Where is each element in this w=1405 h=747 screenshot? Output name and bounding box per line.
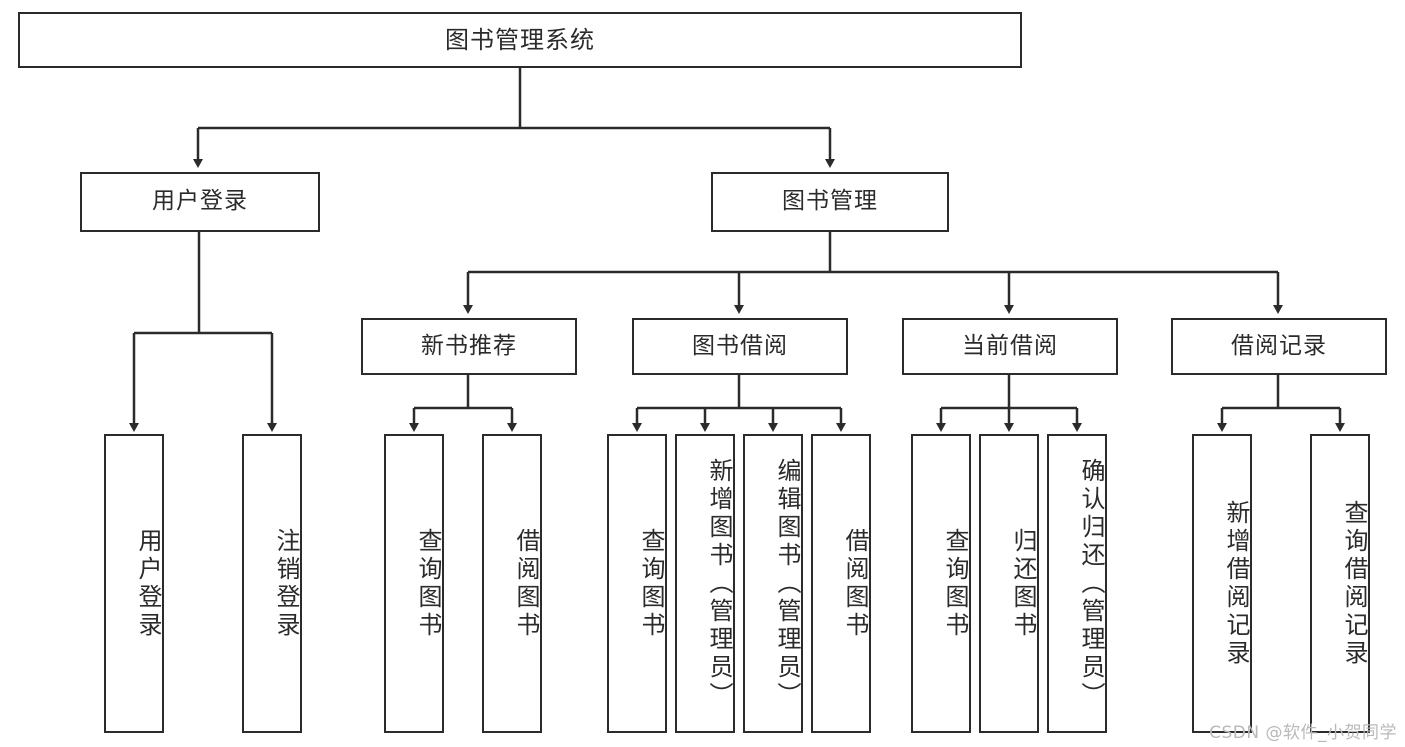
node-current-borrow[interactable]: 当前借阅: [902, 318, 1118, 375]
node-book-borrow[interactable]: 图书借阅: [632, 318, 848, 375]
node-leaf-query-book-2[interactable]: 查询图书: [607, 434, 667, 733]
node-leaf-add-record[interactable]: 新增借阅记录: [1192, 434, 1252, 733]
node-leaf-return-book[interactable]: 归还图书: [979, 434, 1039, 733]
node-leaf-query-record[interactable]: 查询借阅记录: [1310, 434, 1370, 733]
node-new-book-recommend[interactable]: 新书推荐: [361, 318, 577, 375]
node-root-system[interactable]: 图书管理系统: [18, 12, 1022, 68]
node-leaf-logout-login[interactable]: 注销登录: [242, 434, 302, 733]
node-leaf-borrow-book-2[interactable]: 借阅图书: [811, 434, 871, 733]
node-user-login[interactable]: 用户登录: [80, 172, 320, 232]
node-leaf-edit-book[interactable]: 编辑图书（管理员）: [743, 434, 803, 733]
node-leaf-query-book-3[interactable]: 查询图书: [911, 434, 971, 733]
node-leaf-query-book-1[interactable]: 查询图书: [384, 434, 444, 733]
node-leaf-add-book[interactable]: 新增图书（管理员）: [675, 434, 735, 733]
watermark-text: CSDN @软件_小贺同学: [1209, 723, 1397, 743]
node-borrow-record[interactable]: 借阅记录: [1171, 318, 1387, 375]
node-leaf-user-login[interactable]: 用户登录: [104, 434, 164, 733]
node-book-management[interactable]: 图书管理: [711, 172, 949, 232]
node-leaf-borrow-book-1[interactable]: 借阅图书: [482, 434, 542, 733]
node-leaf-confirm-return[interactable]: 确认归还（管理员）: [1047, 434, 1107, 733]
